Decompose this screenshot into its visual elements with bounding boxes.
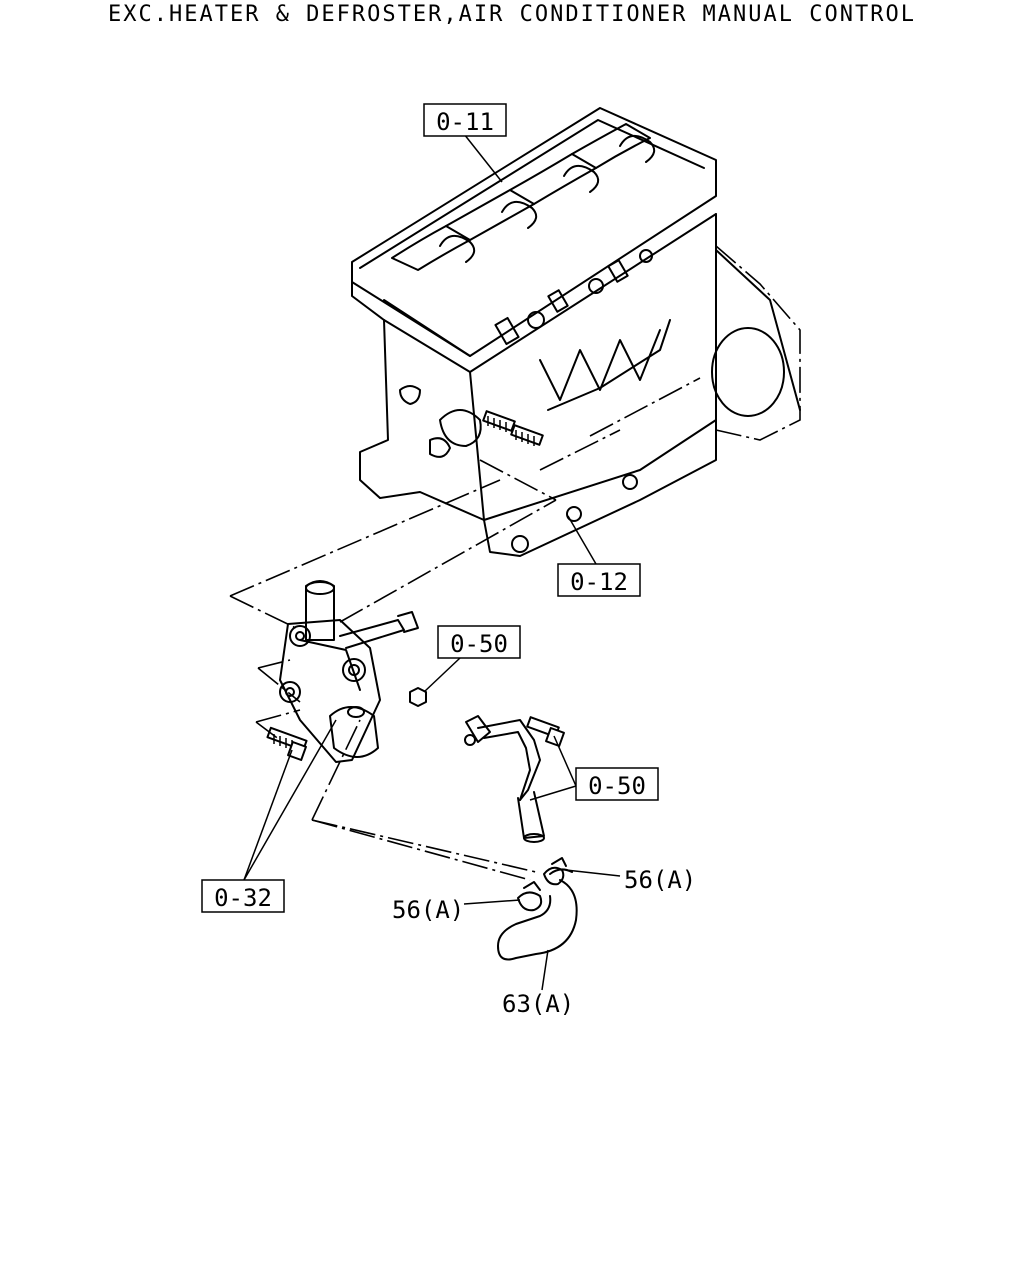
callout-0-11-label: 0-11 bbox=[436, 108, 494, 136]
alignment-lines bbox=[229, 459, 557, 881]
label-56a-left: 56(A) bbox=[392, 896, 464, 924]
engine-block-drawing bbox=[351, 107, 801, 557]
callout-0-50-upper: 0-50 bbox=[437, 625, 521, 659]
label-63a: 63(A) bbox=[502, 990, 574, 1018]
diagram-title: EXC.HEATER & DEFROSTER,AIR CONDITIONER M… bbox=[108, 2, 916, 27]
water-outlet-housing-drawing bbox=[266, 580, 427, 763]
heater-hose-drawing bbox=[497, 857, 578, 961]
callout-0-32-label: 0-32 bbox=[214, 884, 272, 912]
callout-0-32: 0-32 bbox=[201, 879, 285, 913]
heater-pipe-drawing bbox=[464, 715, 565, 843]
callout-0-50-lower: 0-50 bbox=[575, 767, 659, 801]
label-56a-right: 56(A) bbox=[624, 866, 696, 894]
callout-0-50-upper-label: 0-50 bbox=[450, 630, 508, 658]
callout-0-12-label: 0-12 bbox=[570, 568, 628, 596]
callout-0-12: 0-12 bbox=[557, 563, 641, 597]
callout-0-50-lower-label: 0-50 bbox=[588, 772, 646, 800]
mounting-studs bbox=[482, 410, 544, 446]
callout-0-11: 0-11 bbox=[423, 103, 507, 137]
leader-lines bbox=[243, 133, 621, 991]
